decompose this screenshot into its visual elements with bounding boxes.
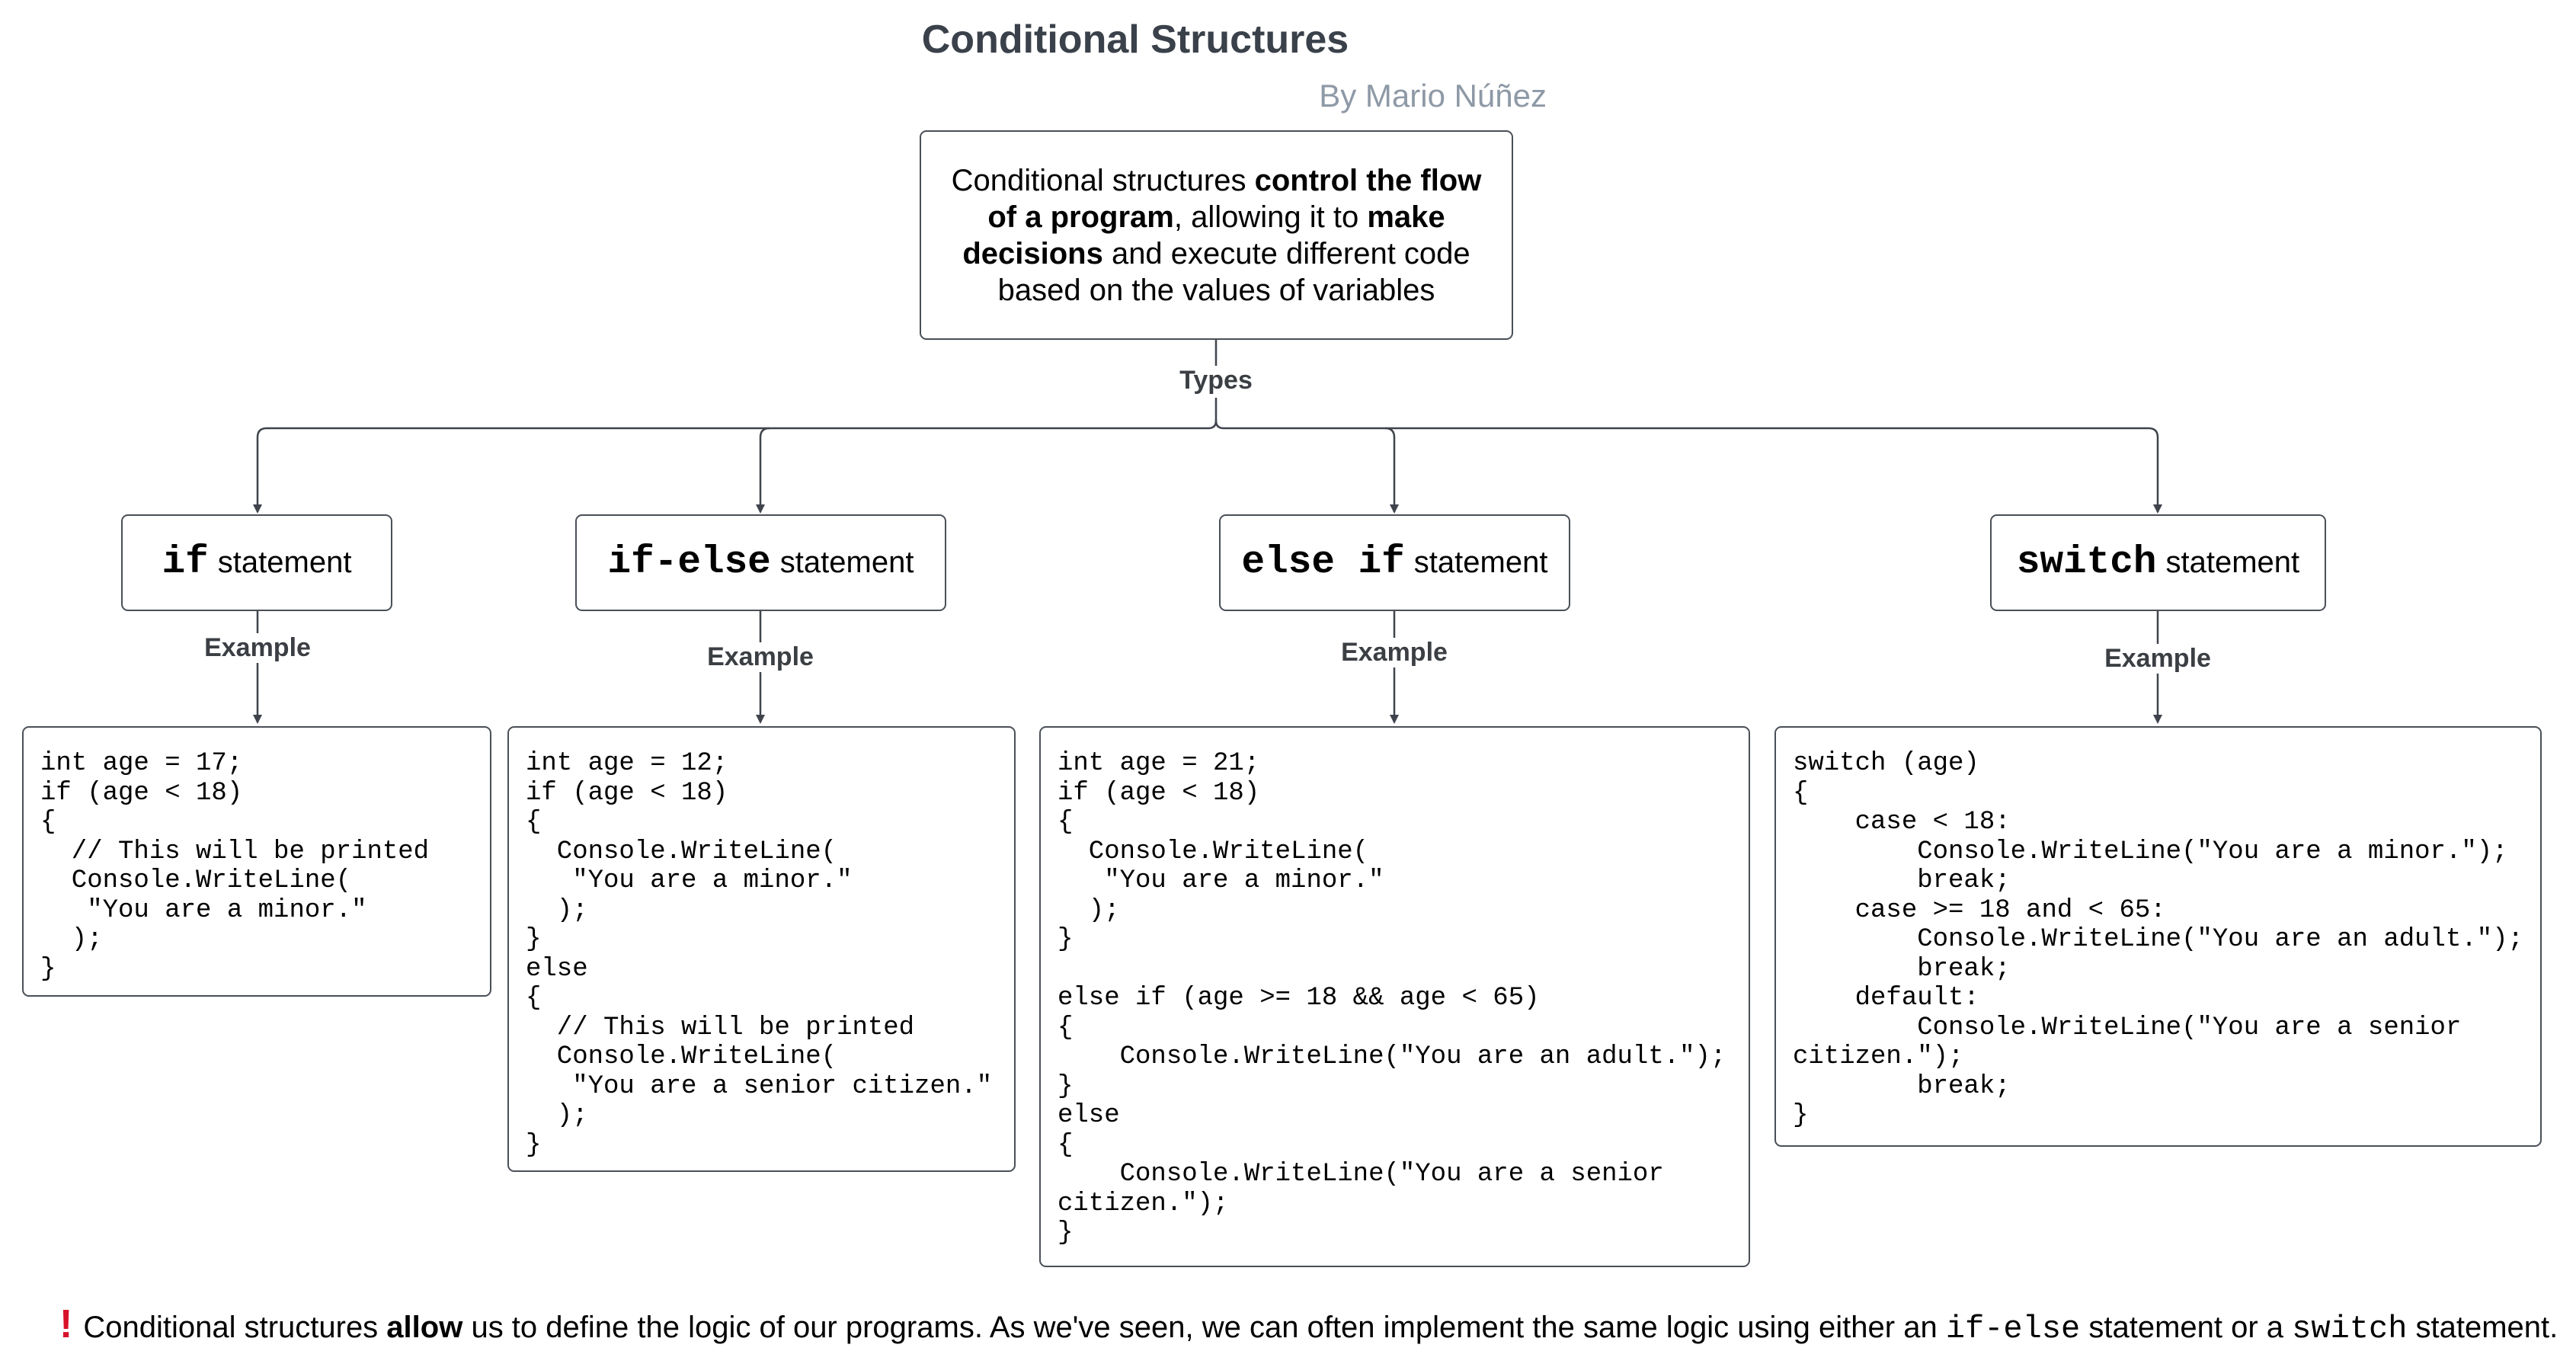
intro-bold-part: make decisions <box>962 200 1445 271</box>
footer-code-switch: switch <box>2292 1311 2408 1347</box>
footer-bold: allow <box>386 1311 463 1344</box>
statement-word: statement <box>2165 546 2300 579</box>
else-if-example-code-box: int age = 21; if (age < 18) { Console.Wr… <box>1039 726 1750 1267</box>
if-example-code: int age = 17; if (age < 18) { // This wi… <box>40 749 430 984</box>
switch-keyword: switch <box>2016 541 2157 584</box>
switch-example-code-box: switch (age) { case < 18: Console.WriteL… <box>1774 726 2542 1147</box>
if-else-example-code: int age = 12; if (age < 18) { Console.Wr… <box>526 749 993 1160</box>
example-label-if: Example <box>200 633 315 663</box>
footer-text: statement. <box>2407 1311 2558 1344</box>
branch-to-if-arrow <box>253 427 267 514</box>
branch-to-switch-arrow <box>2148 427 2162 514</box>
statement-word: statement <box>779 546 914 579</box>
intro-text-part: , allowing it to <box>1173 200 1368 234</box>
footer-code-if-else: if-else <box>1945 1311 2081 1347</box>
footer-text: Conditional structures <box>83 1311 387 1344</box>
footer-text: statement or a <box>2080 1311 2293 1344</box>
if-else-example-code-box: int age = 12; if (age < 18) { Console.Wr… <box>507 726 1016 1172</box>
if-else-keyword: if-else <box>607 541 771 584</box>
example-label-switch: Example <box>2100 644 2216 674</box>
types-to-junction-line <box>1208 398 1218 430</box>
author-credit: By Mario Núñez <box>1319 78 1547 114</box>
if-example-code-box: int age = 17; if (age < 18) { // This wi… <box>22 726 491 997</box>
example-label-else-if: Example <box>1336 638 1452 667</box>
types-label: Types <box>1175 366 1257 395</box>
if-keyword: if <box>162 541 209 584</box>
else-if-example-code: int age = 21; if (age < 18) { Console.Wr… <box>1058 749 1726 1247</box>
statement-word: statement <box>217 546 352 579</box>
footer-text: us to define the logic of our programs. … <box>462 1311 1946 1344</box>
footer-note: ! Conditional structures allow us to defi… <box>59 1305 2558 1349</box>
branch-to-else-if-arrow <box>1384 427 1399 514</box>
switch-example-code: switch (age) { case < 18: Console.WriteL… <box>1793 749 2523 1130</box>
branch-to-if-else-arrow <box>756 427 770 514</box>
example-label-if-else: Example <box>702 642 818 672</box>
exclamation-icon: ! <box>59 1302 73 1346</box>
intro-text-part: and execute different code based on the … <box>997 236 1470 307</box>
intro-box: Conditional structures control the flow … <box>920 130 1513 340</box>
intro-text-part: Conditional structures <box>951 163 1255 197</box>
intro-bold-part: control the flow of a program <box>987 163 1482 234</box>
statement-word: statement <box>1413 546 1548 579</box>
else-if-keyword: else if <box>1241 541 1405 584</box>
intro-text: Conditional structures control the flow … <box>944 162 1489 309</box>
diagram-title: Conditional Structures <box>921 18 1349 62</box>
